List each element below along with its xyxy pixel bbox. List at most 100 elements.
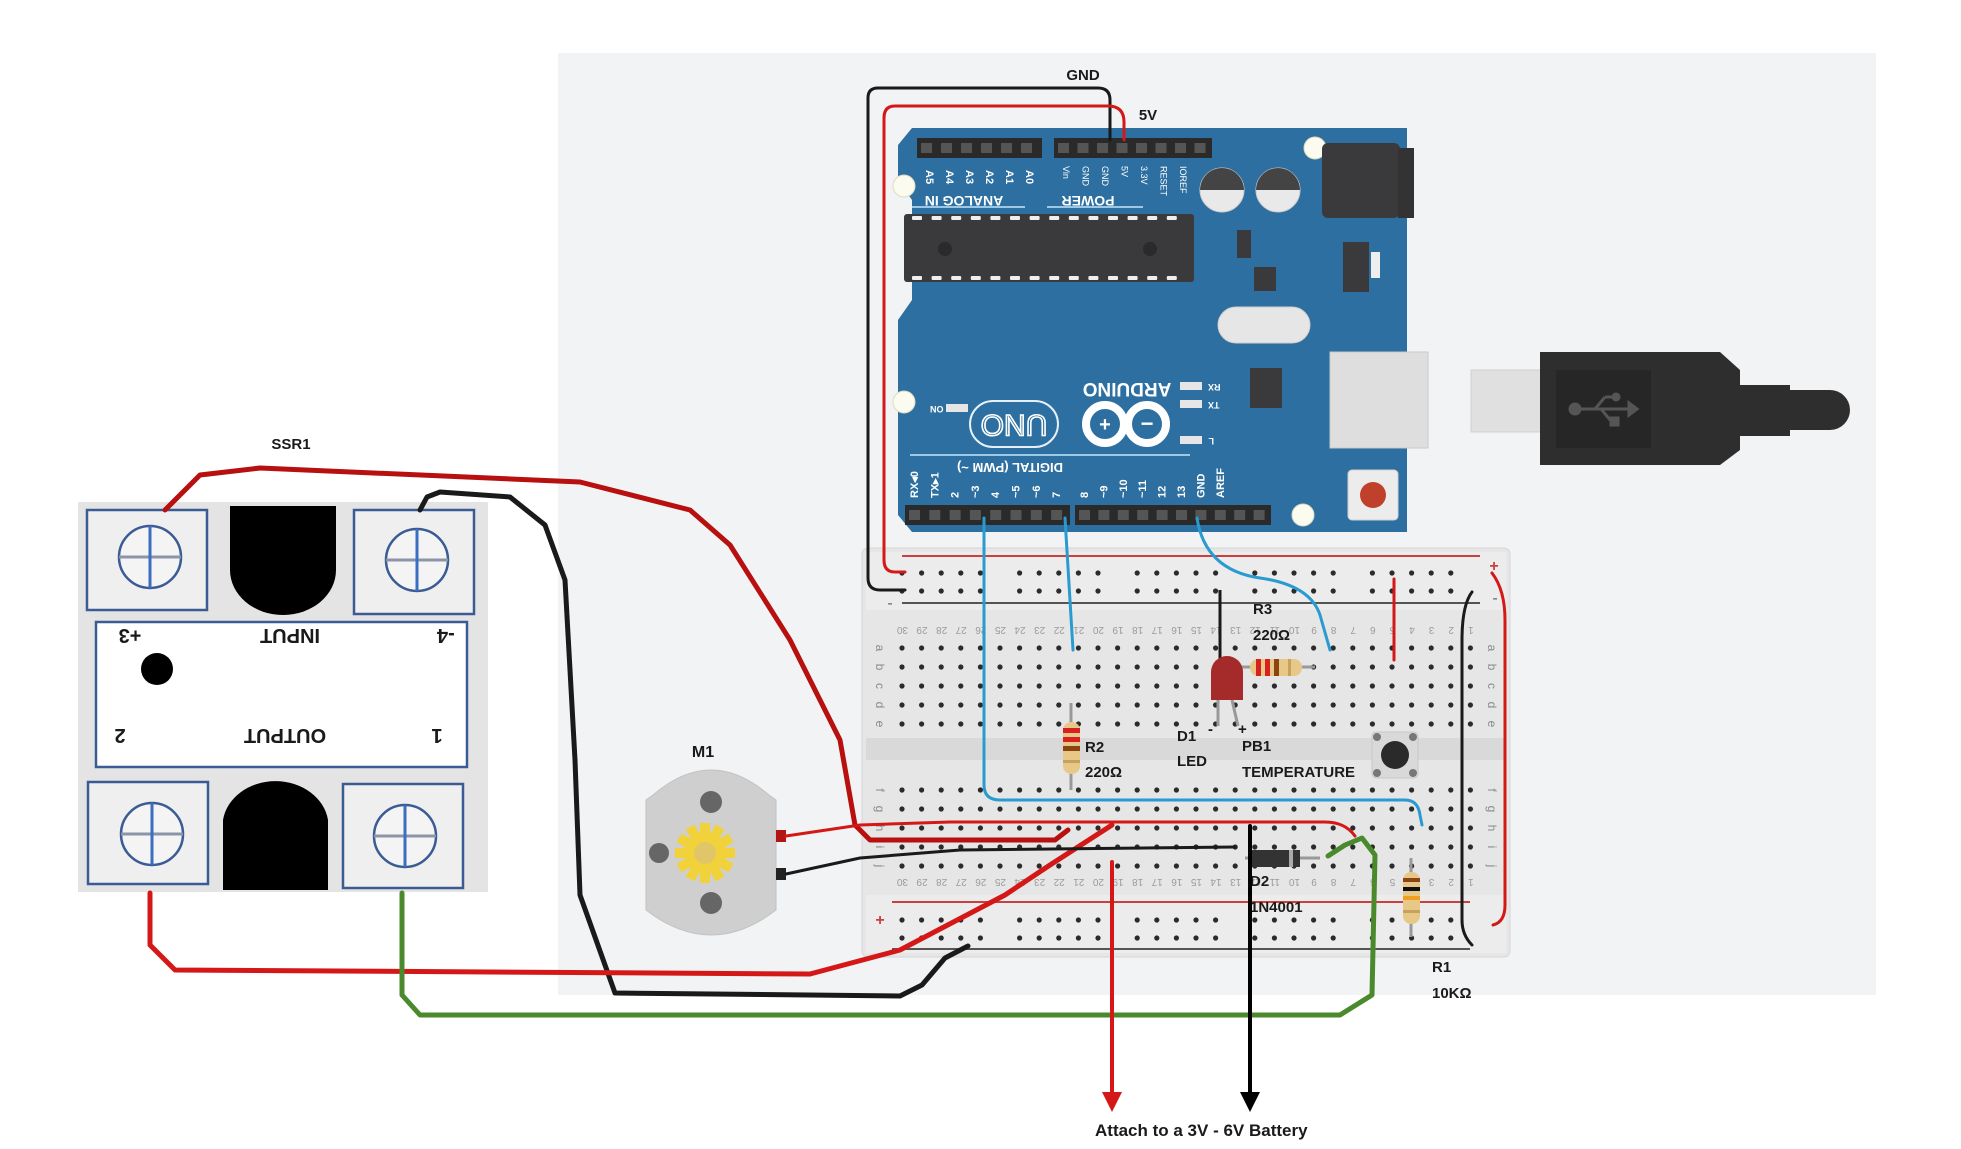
breadboard-hole[interactable] [919, 683, 925, 689]
rail-hole[interactable] [1134, 935, 1140, 941]
breadboard-hole[interactable] [1252, 787, 1258, 793]
breadboard-hole[interactable] [1330, 721, 1336, 727]
rail-hole[interactable] [1154, 570, 1160, 576]
breadboard-hole[interactable] [1213, 863, 1219, 869]
rail-hole[interactable] [1036, 935, 1042, 941]
breadboard-hole[interactable] [1134, 787, 1140, 793]
rail-hole[interactable] [1389, 935, 1395, 941]
rail-hole[interactable] [958, 935, 964, 941]
wire-motor-black[interactable] [784, 845, 1237, 876]
breadboard-hole[interactable] [1075, 806, 1081, 812]
breadboard-hole[interactable] [938, 683, 944, 689]
header-pin[interactable] [1116, 143, 1128, 153]
breadboard-hole[interactable] [958, 787, 964, 793]
breadboard-hole[interactable] [1252, 825, 1258, 831]
breadboard-hole[interactable] [1173, 825, 1179, 831]
breadboard-hole[interactable] [1193, 683, 1199, 689]
rail-hole[interactable] [938, 570, 944, 576]
rail-hole[interactable] [1213, 588, 1219, 594]
breadboard-hole[interactable] [1095, 721, 1101, 727]
breadboard-hole[interactable] [1291, 844, 1297, 850]
resistor-r1[interactable] [1403, 858, 1420, 937]
breadboard-hole[interactable] [1017, 721, 1023, 727]
breadboard-hole[interactable] [1467, 664, 1473, 670]
breadboard-hole[interactable] [1467, 863, 1473, 869]
breadboard-hole[interactable] [1115, 825, 1121, 831]
breadboard-hole[interactable] [958, 645, 964, 651]
breadboard-hole[interactable] [1448, 702, 1454, 708]
breadboard-hole[interactable] [938, 806, 944, 812]
rail-hole[interactable] [977, 935, 984, 941]
breadboard-hole[interactable] [1369, 787, 1375, 793]
breadboard-hole[interactable] [1448, 664, 1454, 670]
header-pin[interactable] [1021, 143, 1032, 153]
breadboard-hole[interactable] [1115, 787, 1121, 793]
breadboard-hole[interactable] [1095, 863, 1101, 869]
breadboard-hole[interactable] [1330, 702, 1336, 708]
breadboard-hole[interactable] [919, 721, 925, 727]
header-pin[interactable] [1117, 510, 1129, 520]
breadboard-hole[interactable] [1095, 702, 1101, 708]
rail-hole[interactable] [1095, 570, 1101, 576]
rail-hole[interactable] [1193, 917, 1199, 923]
rail-hole[interactable] [1330, 935, 1336, 941]
breadboard-hole[interactable] [1369, 702, 1375, 708]
header-pin[interactable] [1079, 510, 1090, 520]
breadboard-hole[interactable] [1193, 863, 1199, 869]
header-pin[interactable] [909, 510, 920, 520]
rail-hole[interactable] [1095, 588, 1101, 594]
breadboard-hole[interactable] [899, 787, 905, 793]
breadboard-hole[interactable] [1154, 863, 1160, 869]
breadboard-hole[interactable] [1075, 683, 1081, 689]
breadboard-hole[interactable] [1291, 645, 1297, 651]
breadboard-hole[interactable] [977, 787, 984, 793]
rail-hole[interactable] [1154, 588, 1160, 594]
header-pin[interactable] [1097, 143, 1108, 153]
breadboard-hole[interactable] [1350, 844, 1356, 850]
breadboard-hole[interactable] [1134, 645, 1140, 651]
breadboard-hole[interactable] [1389, 863, 1395, 869]
rail-hole[interactable] [1095, 917, 1101, 923]
rail-hole[interactable] [1213, 917, 1219, 923]
breadboard-hole[interactable] [1369, 806, 1375, 812]
breadboard-hole[interactable] [919, 863, 925, 869]
breadboard-hole[interactable] [1389, 825, 1395, 831]
breadboard-hole[interactable] [1369, 825, 1375, 831]
breadboard-hole[interactable] [1448, 844, 1454, 850]
wire-pin13-blue[interactable] [1195, 516, 1332, 652]
breadboard-hole[interactable] [1173, 664, 1179, 670]
breadboard-hole[interactable] [1115, 721, 1121, 727]
breadboard-hole[interactable] [1330, 683, 1336, 689]
push-button-pb1[interactable] [1371, 731, 1419, 779]
breadboard-hole[interactable] [1467, 825, 1473, 831]
breadboard-hole[interactable] [1330, 844, 1336, 850]
breadboard-hole[interactable] [997, 702, 1003, 708]
breadboard-hole[interactable] [1036, 787, 1042, 793]
breadboard-hole[interactable] [1134, 825, 1140, 831]
breadboard-hole[interactable] [1154, 702, 1160, 708]
breadboard-hole[interactable] [1095, 683, 1101, 689]
breadboard-hole[interactable] [919, 825, 925, 831]
header-pin[interactable] [1001, 143, 1012, 153]
breadboard-hole[interactable] [919, 645, 925, 651]
rail-hole[interactable] [1311, 570, 1317, 576]
wire-motor-red[interactable] [784, 820, 1357, 838]
breadboard-hole[interactable] [1350, 683, 1356, 689]
breadboard-hole[interactable] [1409, 645, 1415, 651]
header-pin[interactable] [941, 143, 952, 153]
breadboard-hole[interactable] [1232, 645, 1238, 651]
breadboard-hole[interactable] [899, 721, 905, 727]
reset-button-cap[interactable] [1360, 482, 1386, 508]
rail-hole[interactable] [919, 570, 925, 576]
breadboard-hole[interactable] [1036, 683, 1042, 689]
breadboard-hole[interactable] [1252, 844, 1258, 850]
breadboard-hole[interactable] [1173, 863, 1179, 869]
rail-hole[interactable] [1017, 588, 1023, 594]
rail-hole[interactable] [1428, 588, 1434, 594]
breadboard-hole[interactable] [958, 664, 964, 670]
breadboard-hole[interactable] [1428, 721, 1434, 727]
breadboard-hole[interactable] [1409, 721, 1415, 727]
breadboard-hole[interactable] [1036, 702, 1042, 708]
breadboard-hole[interactable] [1311, 702, 1317, 708]
breadboard-hole[interactable] [899, 806, 905, 812]
